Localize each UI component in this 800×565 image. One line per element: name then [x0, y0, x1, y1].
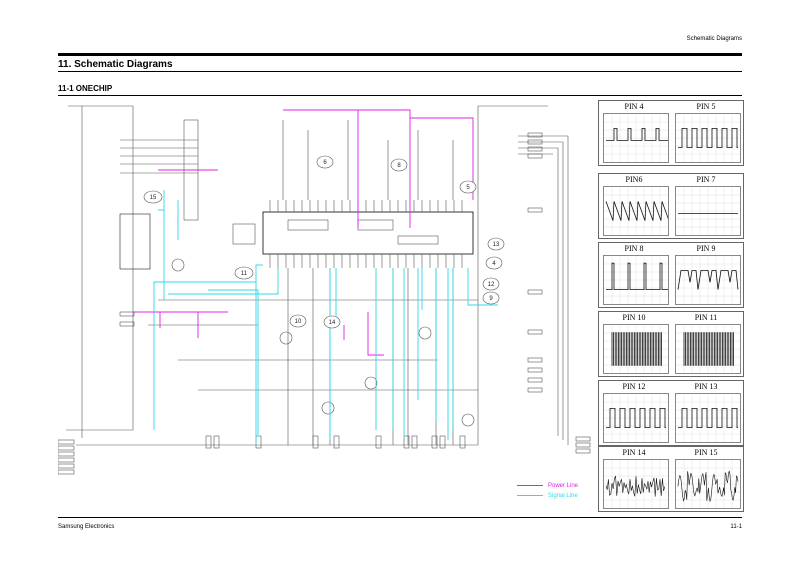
waveform-label: PIN 5	[696, 102, 716, 111]
waveform-screen	[675, 324, 741, 374]
callout-15: 15	[150, 195, 157, 201]
waveform-trace	[678, 408, 738, 428]
waveform-screen	[603, 113, 669, 163]
header-rule	[58, 53, 742, 56]
subtitle-rule	[58, 95, 742, 96]
waveform-trace-svg	[676, 325, 740, 373]
line-legend: Power Line Signal Line	[517, 482, 597, 502]
waveform-grid	[676, 187, 740, 235]
waveform-screen	[675, 113, 741, 163]
waveform-label: PIN 8	[624, 244, 644, 253]
waveform-trace-svg	[676, 256, 740, 304]
waveform-label: PIN 10	[622, 313, 646, 322]
waveform-grid	[604, 114, 668, 162]
footer-page-number: 11-1	[730, 524, 742, 530]
signal-line-swatch	[517, 495, 543, 496]
waveform-label: PIN6	[625, 175, 643, 184]
legend-signal-label: Signal Line	[548, 493, 578, 499]
waveform-trace-svg	[604, 394, 668, 442]
waveform-grid	[676, 114, 740, 162]
waveform-trace	[605, 475, 666, 497]
page-title: 11. Schematic Diagrams	[58, 59, 173, 70]
callout-9: 9	[489, 296, 493, 302]
waveform-label: PIN 4	[624, 102, 644, 111]
waveform-trace-svg	[676, 460, 740, 508]
callout-10: 10	[295, 319, 302, 325]
callout-4: 4	[492, 261, 496, 267]
power-line-swatch	[517, 485, 543, 486]
callout-5: 5	[466, 185, 470, 191]
waveform-trace-svg	[676, 187, 740, 235]
waveform-trace	[605, 201, 668, 221]
waveform-trace	[677, 470, 739, 503]
waveform-label: PIN 12	[622, 382, 646, 391]
waveform-row-3: PIN 8 PIN 9	[598, 242, 744, 308]
waveform-label: PIN 9	[696, 244, 716, 253]
callout-12: 12	[488, 282, 495, 288]
waveform-screen	[603, 324, 669, 374]
waveform-trace	[683, 332, 734, 366]
legend-signal-line: Signal Line	[517, 492, 597, 500]
waveform-trace	[678, 128, 738, 148]
waveform-trace-svg	[604, 460, 668, 508]
waveform-screen	[603, 186, 669, 236]
waveform-trace	[606, 262, 668, 290]
waveform-trace-svg	[604, 256, 668, 304]
footer-company: Samsung Electronics	[58, 524, 115, 530]
schematic-diagram: 15 6 8 5 11 13 4 12 9 10 14	[58, 105, 591, 475]
waveform-row-6: PIN 14 PIN 15	[598, 446, 744, 512]
waveform-trace-svg	[604, 187, 668, 235]
callout-8: 8	[397, 163, 401, 169]
waveform-screen	[603, 459, 669, 509]
callout-14: 14	[329, 320, 336, 326]
waveform-label: PIN 14	[622, 448, 646, 457]
waveform-row-2: PIN6 PIN 7	[598, 173, 744, 239]
waveform-grid	[676, 394, 740, 442]
waveform-row-5: PIN 12 PIN 13	[598, 380, 744, 446]
waveform-trace-svg	[604, 325, 668, 373]
waveform-screen	[603, 255, 669, 305]
section-subtitle: 11-1 ONECHIP	[58, 84, 113, 93]
waveform-trace-svg	[676, 114, 740, 162]
waveform-row-1: PIN 4 PIN 5	[598, 100, 744, 166]
legend-power-line: Power Line	[517, 482, 597, 490]
waveform-screen	[675, 393, 741, 443]
waveform-trace	[611, 332, 662, 366]
waveform-screen	[675, 459, 741, 509]
callout-6: 6	[323, 160, 327, 166]
waveform-grid	[604, 394, 668, 442]
title-rule	[58, 71, 742, 72]
waveform-label: PIN 15	[694, 448, 718, 457]
waveform-label: PIN 13	[694, 382, 718, 391]
waveform-screen	[603, 393, 669, 443]
waveform-screen	[675, 186, 741, 236]
waveform-screen	[675, 255, 741, 305]
legend-power-label: Power Line	[548, 483, 579, 489]
waveform-trace-svg	[604, 114, 668, 162]
waveform-row-4: PIN 10 PIN 11	[598, 311, 744, 377]
waveform-trace	[606, 408, 666, 428]
callout-13: 13	[493, 242, 500, 248]
waveform-trace	[606, 128, 668, 141]
waveform-trace-svg	[676, 394, 740, 442]
waveform-trace	[677, 270, 739, 290]
waveform-label: PIN 7	[696, 175, 716, 184]
footer-rule	[58, 517, 742, 518]
waveform-label: PIN 11	[694, 313, 718, 322]
header-section-label: Schematic Diagrams	[686, 36, 742, 42]
callout-11: 11	[241, 271, 248, 277]
